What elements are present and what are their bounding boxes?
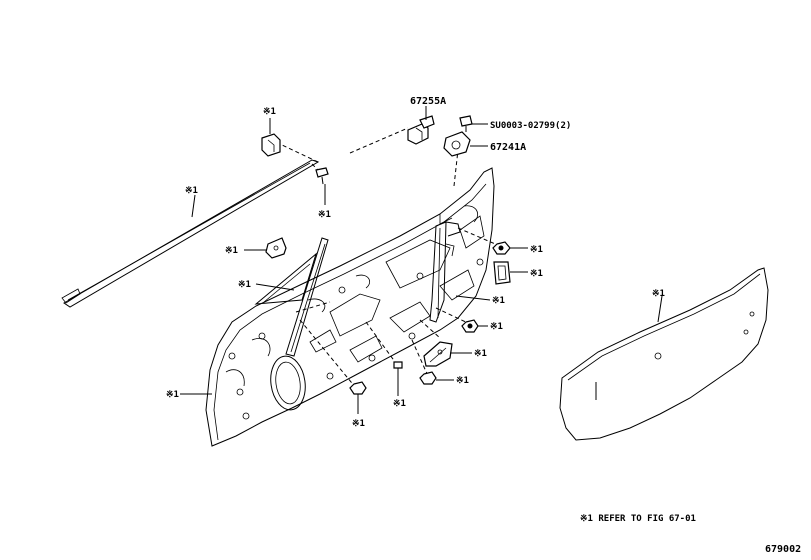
belt-screw-part	[315, 167, 329, 185]
leader-dashed-bracket	[419, 319, 441, 339]
rear-lower-frame	[429, 221, 461, 323]
belt-clip-part	[261, 133, 281, 157]
ref-label-nut-right-upper: ※1	[530, 245, 543, 255]
nut-right-mid	[461, 319, 479, 333]
leader-front-frame	[255, 283, 295, 291]
service-hole-cover	[559, 267, 769, 441]
part-label-67255a[interactable]: 67255A	[410, 96, 446, 107]
door-inner-panel	[205, 167, 495, 447]
front-bracket-part	[265, 237, 287, 259]
ref-label-rear-frame: ※1	[492, 296, 505, 306]
leader-belt-to-clip	[281, 144, 319, 163]
ref-label-door-panel: ※1	[166, 390, 179, 400]
leader-belt	[191, 194, 196, 218]
nut-right-upper	[492, 241, 511, 255]
leader-service-cover	[657, 295, 663, 323]
ref-label-front-bracket: ※1	[225, 246, 238, 256]
leader-dashed-nut-1	[457, 227, 501, 247]
nut-lower-left	[349, 381, 367, 395]
ref-label-screw: ※1	[318, 210, 331, 220]
ref-label-service-cover: ※1	[652, 289, 665, 299]
part-su0003-screw	[459, 115, 473, 132]
ref-label-lower-bracket: ※1	[474, 349, 487, 359]
ref-label-nut-right-mid: ※1	[490, 322, 503, 332]
front-lower-frame	[254, 237, 329, 357]
part-67241a-handle	[443, 131, 471, 157]
ref-label-belt-moulding: ※1	[185, 186, 198, 196]
part-label-67241a[interactable]: 67241A	[490, 142, 526, 153]
reference-note: ※1 REFER TO FIG 67-01	[580, 514, 696, 524]
leader-dashed-bolt	[365, 321, 399, 367]
ref-label-bolt-lower-mid: ※1	[393, 399, 406, 409]
leader-dashed-nut-2	[435, 307, 471, 325]
leader-rear-frame	[455, 295, 491, 301]
lower-bracket-part	[423, 341, 453, 367]
ref-label-rubber-pad: ※1	[530, 269, 543, 279]
nut-lower-right	[419, 371, 437, 385]
leader-screw-dashed	[311, 163, 319, 171]
ref-label-nut-lower-left: ※1	[352, 419, 365, 429]
leader-dashed-nut-3	[299, 319, 357, 389]
figure-number: 679002	[765, 544, 801, 555]
ref-label-clip-top: ※1	[263, 107, 276, 117]
ref-label-front-frame: ※1	[238, 280, 251, 290]
leader-dashed-67255a	[349, 127, 409, 154]
leader-dashed-frame	[295, 301, 331, 313]
rubber-pad-part	[493, 261, 511, 285]
part-label-su0003[interactable]: SU0003-02799(2)	[490, 121, 571, 131]
ref-label-nut-lower-right: ※1	[456, 376, 469, 386]
part-67255a-bracket	[407, 115, 435, 145]
bolt-lower-mid	[393, 361, 403, 378]
